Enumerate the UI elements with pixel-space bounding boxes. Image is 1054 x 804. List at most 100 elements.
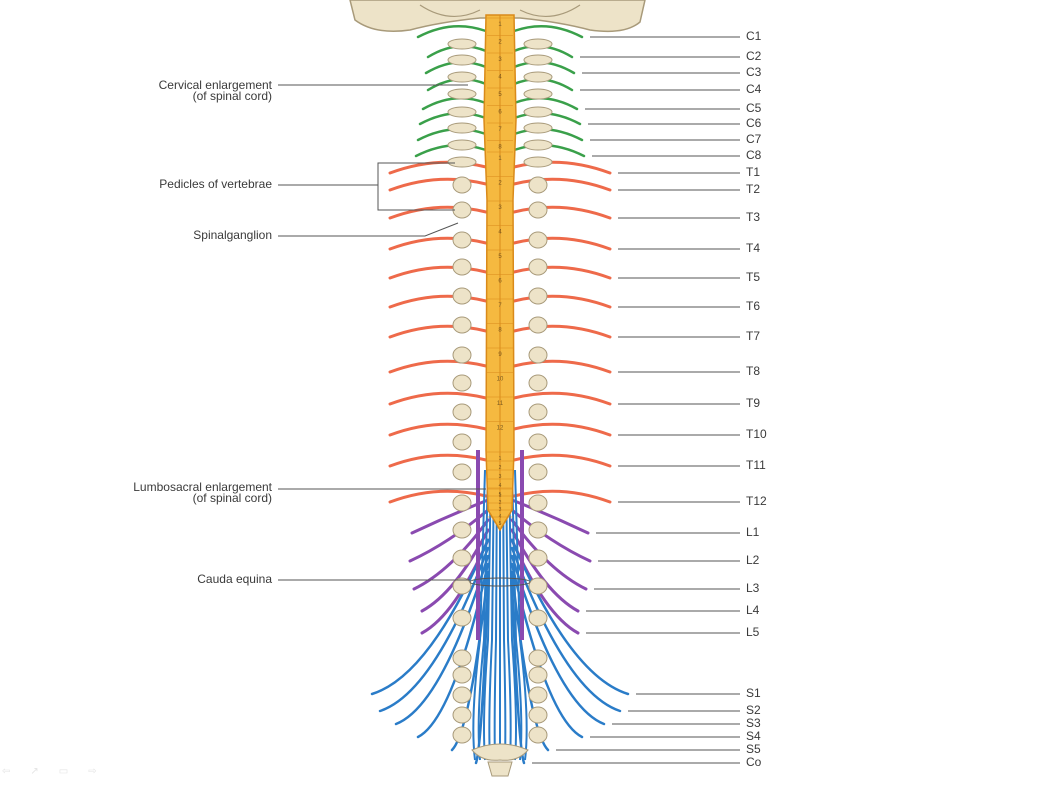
cord-segment-number: 3	[498, 57, 502, 63]
cord-segment-number: 5	[499, 492, 502, 498]
vertebral-pedicle-right	[528, 287, 548, 305]
nerve-label-co: Co	[746, 755, 762, 769]
vertebral-pedicle-left	[452, 521, 472, 539]
vertebral-pedicle-left	[452, 494, 472, 512]
spinal-nerve-T11-right	[512, 453, 612, 468]
spinal-nerve-T6-right	[512, 294, 612, 309]
vertebral-pedicle-left	[452, 176, 472, 194]
cord-segment-number: 4	[498, 75, 502, 81]
vertebral-pedicle-right	[528, 577, 548, 595]
cord-segment-number: 12	[497, 426, 504, 432]
label-line: Cauda equina	[197, 572, 272, 586]
vertebral-pedicle-right	[523, 54, 553, 66]
nerve-label-t6: T6	[746, 299, 761, 313]
nerve-label-c4: C4	[746, 82, 762, 96]
vertebral-pedicle-left	[447, 156, 477, 168]
vertebral-pedicle-left	[447, 106, 477, 118]
nerve-label-c2: C2	[746, 49, 762, 63]
spinal-nerve-T2-right	[512, 177, 612, 192]
spinal-nerve-T8-left	[388, 359, 488, 374]
vertebral-pedicle-left	[452, 231, 472, 249]
vertebral-pedicle-right	[528, 666, 548, 684]
label-cervical-enlargement: Cervical enlargement (of spinal cord)	[159, 79, 272, 102]
pointer-icon[interactable]: ↗	[30, 766, 39, 777]
vertebral-pedicle-left	[452, 374, 472, 392]
spinal-nerve-L1-right	[510, 498, 590, 535]
nerve-label-c6: C6	[746, 116, 762, 130]
label-line: (of spinal cord)	[192, 491, 272, 505]
vertebral-pedicle-left	[447, 88, 477, 100]
vertebral-pedicle-right	[528, 346, 548, 364]
vertebral-pedicle-right	[523, 88, 553, 100]
spinal-nerve-T10-right	[512, 422, 612, 437]
vertebral-pedicle-left	[452, 316, 472, 334]
spinal-nerve-L1-left	[410, 498, 490, 535]
vertebral-pedicle-left	[452, 549, 472, 567]
spinal-nerve-S1-left	[370, 538, 490, 696]
vertebral-pedicle-left	[452, 609, 472, 627]
cord-segment-number: 11	[497, 401, 504, 407]
vertebral-pedicle-right	[528, 176, 548, 194]
spinal-nerve-T9-right	[512, 391, 612, 406]
spinal-nerve-C1-left	[416, 25, 488, 39]
vertebral-pedicle-right	[528, 686, 548, 704]
vertebral-pedicle-left	[452, 346, 472, 364]
vertebral-pedicle-right	[528, 494, 548, 512]
nerve-label-l3: L3	[746, 581, 760, 595]
cord-segment-number: 2	[499, 465, 502, 471]
vertebral-pedicle-right	[528, 316, 548, 334]
label-line: Lumbosacral enlargement	[133, 480, 272, 494]
vertebral-pedicle-left	[452, 666, 472, 684]
nerve-label-s5: S5	[746, 742, 761, 756]
vertebral-pedicle-right	[523, 156, 553, 168]
nerve-label-c7: C7	[746, 132, 762, 146]
spinal-nerve-T7-left	[388, 324, 488, 339]
spinal-nerve-T5-right	[512, 265, 612, 280]
spinal-nerve-L2-left	[408, 508, 490, 563]
spinal-nerve-T3-left	[388, 205, 488, 220]
nerve-label-t4: T4	[746, 241, 761, 255]
spinal-nerve-T3-right	[512, 205, 612, 220]
vertebral-pedicle-left	[452, 706, 472, 724]
spinal-nerve-S2-left	[378, 546, 490, 713]
cord-segment-number: 2	[498, 181, 502, 187]
vertebral-pedicle-left	[452, 649, 472, 667]
next-slide-icon[interactable]: ⇨	[88, 766, 97, 777]
spinal-nerve-Co-left	[474, 578, 490, 765]
skull-contour	[419, 4, 581, 18]
vertebral-pedicle-right	[523, 139, 553, 151]
spinal-nerve-T4-right	[512, 236, 612, 251]
vertebral-pedicle-left	[452, 726, 472, 744]
cord-segment-number: 4	[499, 483, 502, 489]
cord-segment-number: 4	[498, 230, 502, 236]
nerve-label-t3: T3	[746, 210, 761, 224]
menu-icon[interactable]: ▭	[58, 766, 69, 777]
nerve-label-l2: L2	[746, 553, 760, 567]
vertebral-pedicle-left	[452, 686, 472, 704]
spinal-nerve-T7-right	[512, 324, 612, 339]
label-lumbosacral-enlargement: Lumbosacral enlargement (of spinal cord)	[133, 480, 272, 505]
vertebral-pedicle-right	[528, 463, 548, 481]
nerve-label-t9: T9	[746, 396, 761, 410]
vertebral-pedicle-left	[452, 201, 472, 219]
vertebral-pedicle-right	[528, 609, 548, 627]
coccyx	[487, 761, 513, 777]
nerve-label-t5: T5	[746, 270, 761, 284]
cord-segment-number: 3	[498, 205, 502, 211]
vertebral-pedicle-right	[528, 649, 548, 667]
vertebral-pedicle-right	[528, 201, 548, 219]
previous-slide-icon[interactable]: ⇦	[2, 766, 11, 777]
vertebral-pedicle-right	[528, 726, 548, 744]
cord-segment-number: 1	[499, 456, 502, 462]
nerve-label-l5: L5	[746, 625, 760, 639]
nerve-label-c5: C5	[746, 101, 762, 115]
cord-segment-number: 8	[498, 145, 502, 151]
vertebral-pedicle-left	[452, 433, 472, 451]
vertebral-pedicle-left	[447, 139, 477, 151]
label-line: Pedicles of vertebrae	[159, 177, 272, 191]
label-cauda-equina: Cauda equina	[197, 572, 272, 586]
nerve-label-l4: L4	[746, 603, 760, 617]
nerve-label-t7: T7	[746, 329, 761, 343]
